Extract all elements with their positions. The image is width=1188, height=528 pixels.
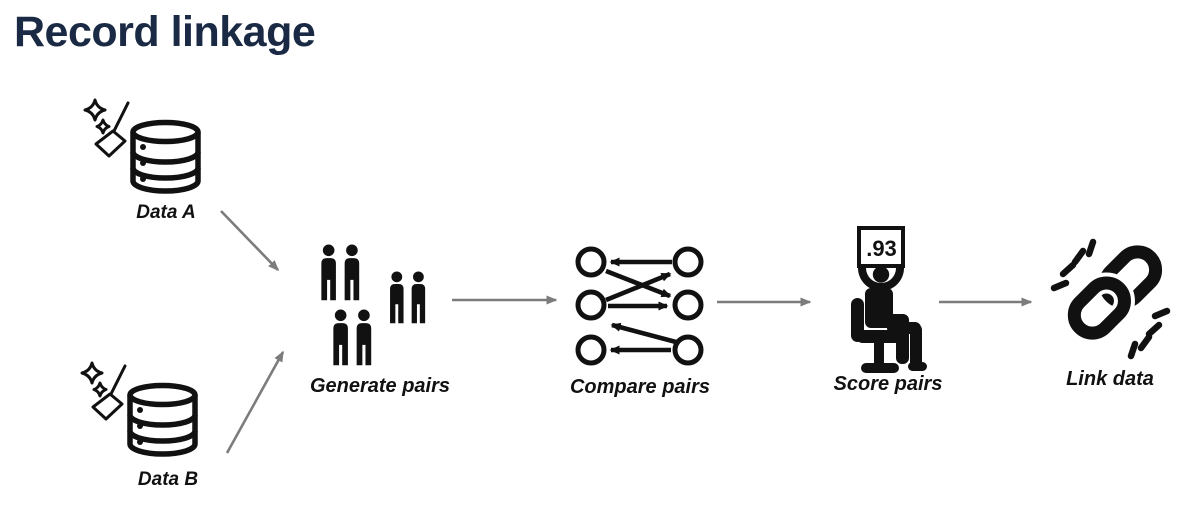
person-foot <box>908 362 927 371</box>
node-compare-pairs: Compare pairs <box>570 245 710 398</box>
chair-base <box>861 363 899 373</box>
node-generate-pairs: Generate pairs <box>305 240 455 397</box>
person-pair-icon <box>321 244 359 300</box>
score-value: .93 <box>866 236 897 261</box>
database-with-cleaning-broom-icon <box>75 95 210 200</box>
node-label-link-data: Link data <box>1066 368 1154 390</box>
node-label-data-a: Data A <box>136 202 196 223</box>
database-with-cleaning-broom-icon <box>72 358 207 463</box>
node-link-data: Link data <box>1045 238 1175 390</box>
person-pair-icon <box>390 271 425 323</box>
node-data-a: Data A <box>75 95 210 223</box>
node-label-generate-pairs: Generate pairs <box>309 375 451 397</box>
person-head <box>872 266 890 283</box>
seated-person-holding-scorecard-icon: .93 <box>851 226 927 373</box>
arrow-data-b-to-generate-pairs <box>225 350 285 454</box>
person-pair-icon <box>333 309 371 365</box>
scorecard <box>857 226 905 268</box>
node-label-compare-pairs: Compare pairs <box>569 376 711 398</box>
bipartite-comparison-arrows-icon <box>575 246 704 366</box>
node-data-b: Data B <box>72 358 207 490</box>
node-label-score-pairs: Score pairs <box>833 373 943 395</box>
chair-pedestal <box>874 342 884 366</box>
chain-link-sparkle-icon <box>1050 238 1171 360</box>
people-pairs-icon <box>305 240 455 375</box>
node-label-data-b: Data B <box>137 469 199 490</box>
chair-seat <box>857 330 901 343</box>
node-score-pairs: .93 Score pairs <box>834 222 942 395</box>
sparkle-lines-icon <box>1050 238 1171 360</box>
page-title: Record linkage <box>14 8 316 56</box>
